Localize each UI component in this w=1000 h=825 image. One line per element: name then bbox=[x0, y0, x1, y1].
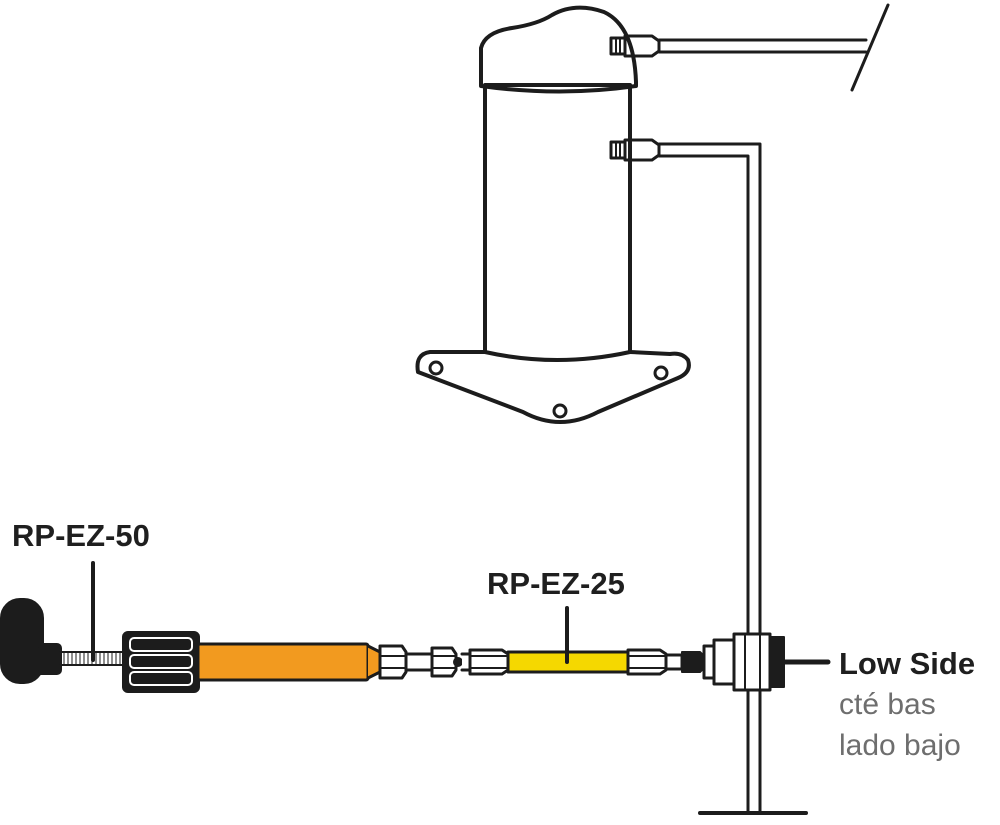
label-rp-ez-25: RP-EZ-25 bbox=[487, 566, 625, 601]
label-rp-ez-50: RP-EZ-50 bbox=[12, 518, 150, 553]
discharge-fitting bbox=[609, 34, 868, 58]
valve-icon bbox=[430, 646, 472, 678]
suction-line bbox=[609, 138, 808, 815]
rp-ez-50-tool bbox=[0, 598, 434, 693]
rp-ez-25-hose bbox=[468, 648, 684, 676]
break-line bbox=[850, 3, 890, 92]
knob-icon bbox=[0, 598, 44, 684]
compressor-icon bbox=[415, 5, 691, 424]
label-low-side: Low Side bbox=[839, 646, 976, 681]
label-low-side-fr: cté bas bbox=[839, 688, 936, 721]
coupler-icon bbox=[681, 632, 785, 692]
label-low-side-es: lado bajo bbox=[839, 729, 961, 762]
